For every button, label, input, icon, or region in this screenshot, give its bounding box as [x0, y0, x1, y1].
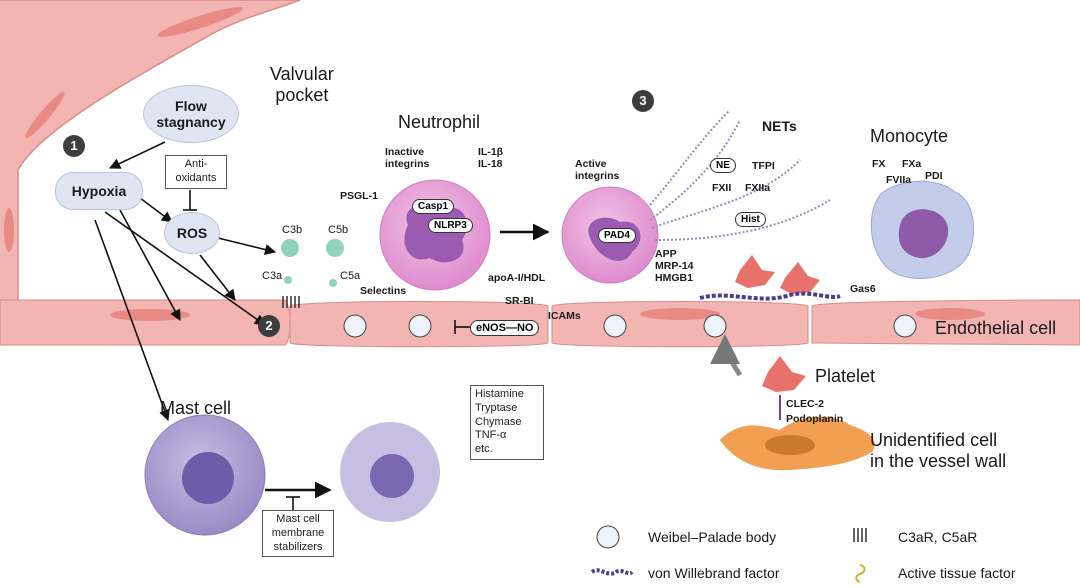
legend-tissue-factor-label: Active tissue factor	[898, 565, 1016, 581]
neutrophil-cell	[379, 179, 491, 291]
enos-label: eNOS—NO	[470, 320, 540, 336]
weibel-palade-bodies	[343, 314, 917, 338]
app-mrp-hmgb1-label: APP MRP-14 HMGB1	[655, 248, 694, 285]
pdi-label: PDI	[925, 170, 943, 182]
c3ar-receptor-icon	[282, 296, 300, 308]
antioxidants-box: Anti- oxidants	[165, 155, 227, 189]
legend-icons	[590, 525, 867, 583]
flow-stagnancy-bubble: Flow stagnancy	[143, 85, 239, 143]
fx-label: FX	[872, 158, 886, 170]
nets-strands	[649, 109, 831, 241]
mast-stabilizers-box: Mast cell membrane stabilizers	[262, 510, 334, 558]
icams-label: ICAMs	[548, 310, 581, 322]
monocyte-label: Monocyte	[870, 126, 949, 146]
legend-c3ar-label: C3aR, C5aR	[898, 529, 978, 545]
fxa-label: FXa	[902, 158, 922, 170]
selectins-label: Selectins	[360, 285, 407, 297]
step-3-badge: 3	[632, 90, 654, 112]
c3a-label: C3a	[262, 270, 283, 282]
apoa-label: apoA-I/HDL	[488, 272, 546, 284]
vessel-wall	[0, 0, 301, 300]
ros-bubble: ROS	[164, 212, 220, 254]
mast-cell-label: Mast cell	[160, 398, 232, 418]
casp1-label: Casp1	[412, 199, 455, 214]
arrows	[94, 141, 550, 510]
il-label: IL-1β IL-18	[478, 146, 504, 171]
c3b-label: C3b	[282, 224, 303, 236]
c5b-label: C5b	[328, 224, 349, 236]
platelet-free	[762, 356, 806, 392]
hist-label: Hist	[735, 212, 766, 227]
endothelial-layer	[0, 299, 1080, 348]
vwf-strand	[699, 291, 841, 301]
step-1-badge: 1	[63, 135, 85, 157]
podoplanin-label: Podoplanin	[786, 413, 844, 425]
mediators-box: Histamine Tryptase Chymase TNF-α etc.	[470, 385, 544, 460]
legend-weibel-label: Weibel–Palade body	[648, 529, 777, 545]
fviia-label: FVIIa	[886, 174, 912, 186]
gas6-label: Gas6	[850, 283, 876, 295]
degranulating-mast-cell	[340, 422, 440, 522]
active-integrins-label: Active integrins	[575, 158, 620, 183]
valvular-pocket-label: Valvular pocket	[270, 64, 334, 105]
monocyte-cell	[870, 180, 975, 279]
legend-vwf-label: von Willebrand factor	[648, 565, 780, 581]
fxii-label: FXII	[712, 182, 732, 194]
mast-cell	[144, 414, 266, 536]
pad4-label: PAD4	[598, 228, 636, 243]
hypoxia-bubble: Hypoxia	[55, 172, 143, 210]
fxiia-label: FXIIa	[745, 182, 771, 194]
platelets-adherent	[735, 255, 820, 294]
ne-label: NE	[710, 158, 736, 173]
neutrophil-label: Neutrophil	[398, 112, 481, 132]
nlrp3-label: NLRP3	[428, 218, 473, 233]
nets-label: NETs	[762, 118, 797, 134]
psgl1-label: PSGL-1	[340, 190, 378, 202]
clec2-label: CLEC-2	[786, 398, 824, 410]
tfpi-label: TFPI	[752, 160, 775, 172]
unidentified-cell	[720, 416, 875, 471]
endothelial-cell-label: Endothelial cell	[935, 318, 1057, 338]
platelet-label: Platelet	[815, 366, 876, 386]
inactive-integrins-label: Inactive integrins	[385, 146, 430, 171]
srbi-label: SR-BI	[505, 295, 534, 307]
complement-fragments	[281, 239, 344, 287]
unidentified-cell-label: Unidentified cell in the vessel wall	[870, 430, 1007, 471]
platelet-recruit-arrow	[710, 334, 743, 377]
c5a-label: C5a	[340, 270, 361, 282]
step-2-badge: 2	[258, 315, 280, 337]
